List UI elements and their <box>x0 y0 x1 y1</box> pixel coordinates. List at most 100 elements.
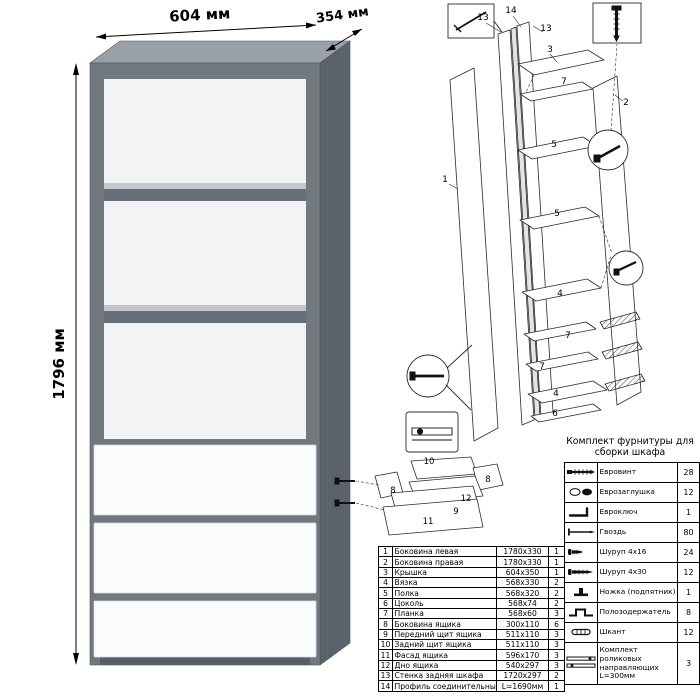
part-size: 568x74 <box>496 597 549 610</box>
hardware-name: Шуруп 4x30 <box>597 562 678 583</box>
part-num: 5 <box>378 587 393 599</box>
hardware-row: Евровинт 28 <box>564 462 700 483</box>
roller-rails-icon <box>564 642 598 685</box>
part-size: 1780x330 <box>496 545 549 558</box>
height-dimension-text: 1796 мм <box>50 328 68 400</box>
part-name: Профиль соединительный <box>392 680 497 692</box>
part-num: 2 <box>378 556 393 568</box>
tie-panel-4b <box>527 380 608 404</box>
hardware-row: Гвоздь 80 <box>564 522 700 543</box>
hardware-qty: 1 <box>677 582 700 603</box>
part-qty: 1 <box>548 680 565 692</box>
part-number-label: 5 <box>551 140 557 150</box>
hardware-row: Полозодержатель 8 <box>564 602 700 623</box>
part-num: 1 <box>378 545 393 558</box>
drawer-front-3 <box>93 600 317 658</box>
drawer-assembly-diagram: 10 8 8 12 9 11 <box>334 456 504 536</box>
screw-small-icon <box>564 542 598 563</box>
part-size: 568x320 <box>496 587 549 599</box>
part-number-label: 12 <box>461 494 472 504</box>
side-panel-left-1 <box>449 67 499 442</box>
part-name: Боковина левая <box>392 545 497 558</box>
part-name: Полка <box>392 587 497 599</box>
part-name: Боковина правая <box>392 556 497 568</box>
part-number-label: 9 <box>453 507 458 517</box>
part-size: 300x110 <box>496 618 549 630</box>
part-name: Задний щит ящика <box>392 639 497 651</box>
shelf-board-edge <box>104 311 306 323</box>
hardware-name: Еврозаглушка <box>597 482 678 503</box>
runner-holder-icon <box>564 602 598 623</box>
hardware-row: Комплект роликовых направляющих L=300мм … <box>564 642 700 685</box>
part-size: 540x297 <box>496 659 549 672</box>
part-number-label: 13 <box>540 24 551 34</box>
drawer-rail <box>601 341 643 360</box>
confirmat-screw-icon <box>593 154 601 163</box>
shelf-board-top <box>104 305 306 311</box>
part-number-label: 10 <box>424 457 435 467</box>
confirmat-screw-icon <box>409 371 416 381</box>
hardware-row: Евроключ 1 <box>564 502 700 523</box>
hardware-qty: 28 <box>677 462 700 483</box>
hardware-qty: 12 <box>677 622 700 643</box>
drawer-rail <box>599 311 641 330</box>
part-name: Стенка задняя шкафа <box>392 670 497 682</box>
cabinet-illustration: 1796 мм 604 мм 354 мм <box>50 5 370 666</box>
part-qty: 3 <box>548 628 565 641</box>
part-qty: 3 <box>548 649 565 661</box>
part-num: 8 <box>378 618 393 630</box>
part-size: 511x110 <box>496 639 549 651</box>
part-qty: 2 <box>548 587 565 599</box>
part-number-label: 5 <box>554 209 560 219</box>
part-size: L=1690мм <box>496 680 549 692</box>
part-num: 7 <box>378 608 393 620</box>
hardware-name: Комплект роликовых направляющих L=300мм <box>597 642 678 685</box>
open-shelf-interior <box>104 79 306 439</box>
part-num: 10 <box>378 639 393 651</box>
part-size: 511x110 <box>496 628 549 641</box>
drawer-screws <box>334 477 355 507</box>
hardware-kit-title: Комплект фурнитуры для сборки шкафа <box>566 436 694 458</box>
hardware-qty: 8 <box>677 602 700 623</box>
drawer-facade-11 <box>382 498 484 536</box>
part-number-label: 11 <box>423 517 434 527</box>
part-qty: 2 <box>548 597 565 610</box>
hardware-name: Евроключ <box>597 502 678 523</box>
euro-cap-icon <box>564 482 598 503</box>
part-number-label: 1 <box>442 175 448 185</box>
confirmat-screw-icon <box>334 499 340 507</box>
part-qty: 6 <box>548 618 565 630</box>
part-size: 1780x330 <box>496 556 549 568</box>
part-number-label: 6 <box>552 409 558 419</box>
confirmat-screw-icon <box>611 5 622 11</box>
hardware-qty: 3 <box>677 642 700 685</box>
exploded-parts <box>449 21 646 442</box>
hardware-name: Евровинт <box>597 462 678 483</box>
callout-box-rail-detail <box>405 411 459 453</box>
exploded-assembly-diagram: 13 14 13 3 7 2 1 5 5 4 7 7 4 6 <box>405 2 646 453</box>
part-name: Крышка <box>392 566 497 579</box>
hardware-qty: 80 <box>677 522 700 543</box>
part-num: 12 <box>378 659 393 672</box>
part-number-label: 4 <box>557 289 563 299</box>
part-qty: 3 <box>548 608 565 620</box>
hardware-name: Полозодержатель <box>597 602 678 623</box>
callout-hardware-glyphs <box>409 5 637 441</box>
part-size: 568x60 <box>496 608 549 620</box>
width-dimension-line <box>95 24 317 38</box>
plank-7a <box>519 81 594 102</box>
hardware-qty: 24 <box>677 542 700 563</box>
drawer-rail <box>604 373 646 392</box>
nail-icon <box>455 11 487 31</box>
part-size: 604x350 <box>496 566 549 579</box>
part-number-labels: 13 14 13 3 7 2 1 5 5 4 7 7 4 6 <box>442 6 629 419</box>
part-qty: 3 <box>548 659 565 672</box>
